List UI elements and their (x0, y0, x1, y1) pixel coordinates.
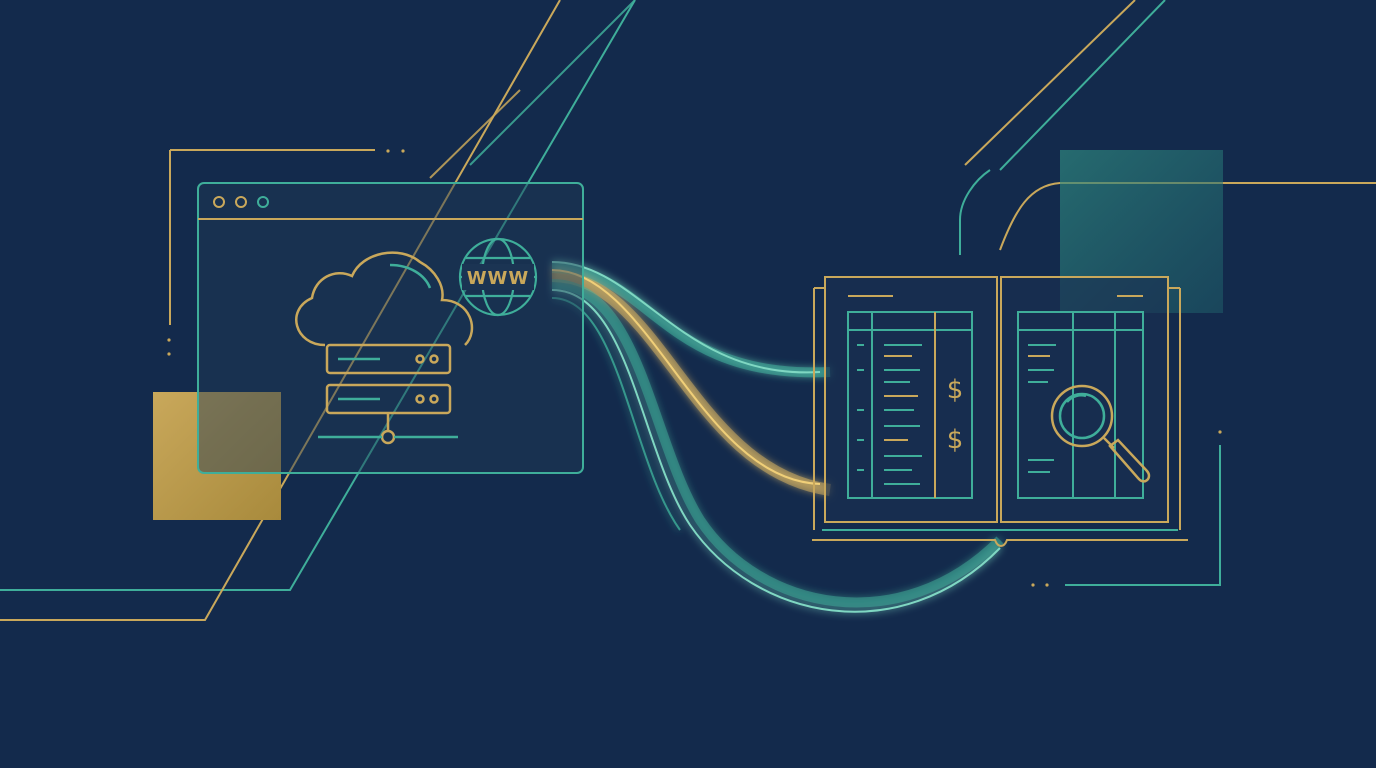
ledger-left-table (847, 311, 973, 499)
decorative-dots (167, 149, 1222, 587)
cloud-icon (295, 251, 474, 347)
data-flow-ribbons (551, 261, 1004, 613)
ledger-right-table (1017, 311, 1144, 499)
server-icon (318, 343, 458, 445)
browser-window: WWW (197, 182, 584, 474)
open-book-icon (812, 276, 1188, 547)
dollar-sign-2: $ (947, 425, 964, 455)
window-control-dots (213, 196, 269, 208)
globe-label: WWW (467, 268, 530, 289)
background-lines (0, 0, 1376, 621)
dollar-sign-1: $ (947, 375, 964, 405)
magnifier-icon (1050, 384, 1151, 483)
gold-accent-block (153, 392, 281, 520)
